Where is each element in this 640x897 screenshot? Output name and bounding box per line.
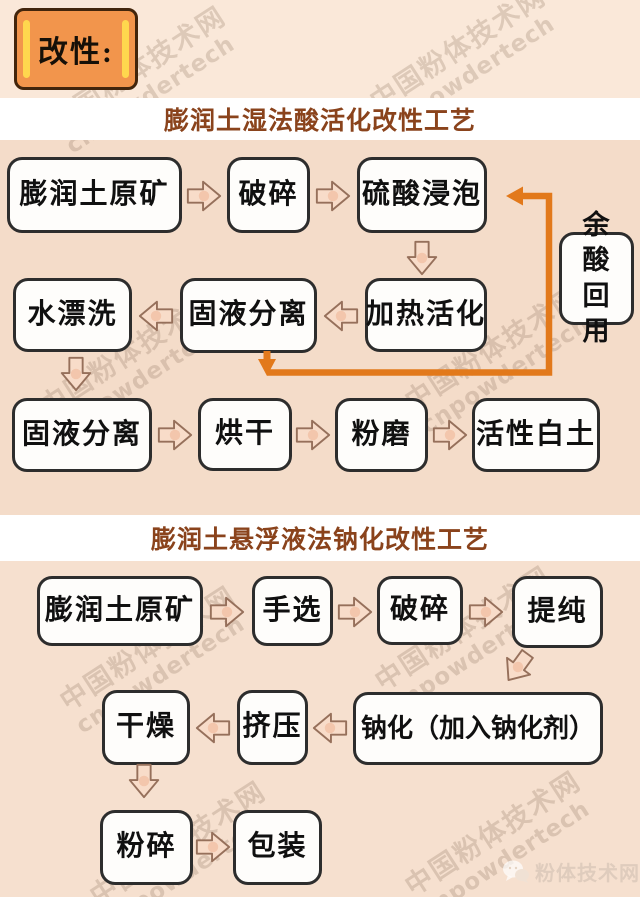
node-acid-soak: 硫酸浸泡: [357, 157, 487, 233]
node-residual-acid-reuse: 余酸回用: [559, 210, 634, 346]
flow-arrow-left-icon: [312, 712, 348, 744]
flow-arrow-right-icon: [195, 831, 231, 863]
node-heat-activation: 加热活化: [365, 278, 487, 352]
section2-title: 膨润土悬浮液法钠化改性工艺: [150, 527, 489, 554]
footer-logo: 粉体技术网: [502, 857, 640, 886]
banner-stripe-right: [122, 20, 129, 78]
node-raw-ore-2: 膨润土原矿: [37, 576, 203, 646]
flow-arrow-down-icon: [406, 240, 438, 276]
node-solid-liquid-sep-2: 固液分离: [12, 398, 152, 472]
flow-arrow-right-icon: [209, 596, 245, 628]
node-drying-1: 烘干: [198, 398, 292, 471]
flow-arrow-right-icon: [186, 180, 222, 212]
modification-banner: 改性:: [14, 8, 138, 90]
footer-logo-text: 粉体技术网: [535, 861, 640, 885]
flow-arrow-right-icon: [432, 419, 468, 451]
banner-stripe-left: [23, 20, 30, 78]
flow-arrow-right-icon: [315, 180, 351, 212]
flow-arrow-down-icon: [128, 763, 160, 799]
node-raw-ore-1: 膨润土原矿: [7, 157, 182, 233]
flow-arrow-left-icon: [195, 712, 231, 744]
node-solid-liquid-sep-1: 固液分离: [180, 278, 317, 353]
flow-arrow-right-icon: [468, 596, 504, 628]
flow-arrow-right-icon: [337, 596, 373, 628]
flow-arrow-left-icon: [138, 300, 174, 332]
node-crush-2: 破碎: [377, 576, 463, 645]
flow-arrow-down-icon: [60, 356, 92, 392]
flow-arrow-right-icon: [157, 419, 193, 451]
node-extrusion: 挤压: [237, 690, 308, 765]
node-pulverizing: 粉碎: [100, 810, 193, 885]
section1-title: 膨润土湿法酸活化改性工艺: [163, 108, 476, 135]
node-activated-clay: 活性白土: [472, 398, 600, 472]
node-sodiation: 钠化（加入钠化剂）: [353, 692, 603, 765]
banner-label: 改性:: [38, 36, 114, 69]
section1-title-strip: 膨润土湿法酸活化改性工艺: [0, 98, 640, 140]
node-drying-2: 干燥: [102, 690, 190, 765]
flow-arrow-right-icon: [295, 419, 331, 451]
node-purification: 提纯: [512, 576, 603, 648]
node-grinding: 粉磨: [335, 398, 428, 472]
flow-arrow-left-icon: [323, 300, 359, 332]
node-crush-1: 破碎: [227, 157, 310, 233]
wechat-icon: [503, 860, 529, 883]
node-water-rinse: 水漂洗: [13, 278, 132, 352]
node-hand-sorting: 手选: [252, 576, 333, 646]
node-packing: 包装: [233, 810, 322, 885]
section2-title-strip: 膨润土悬浮液法钠化改性工艺: [0, 515, 640, 561]
